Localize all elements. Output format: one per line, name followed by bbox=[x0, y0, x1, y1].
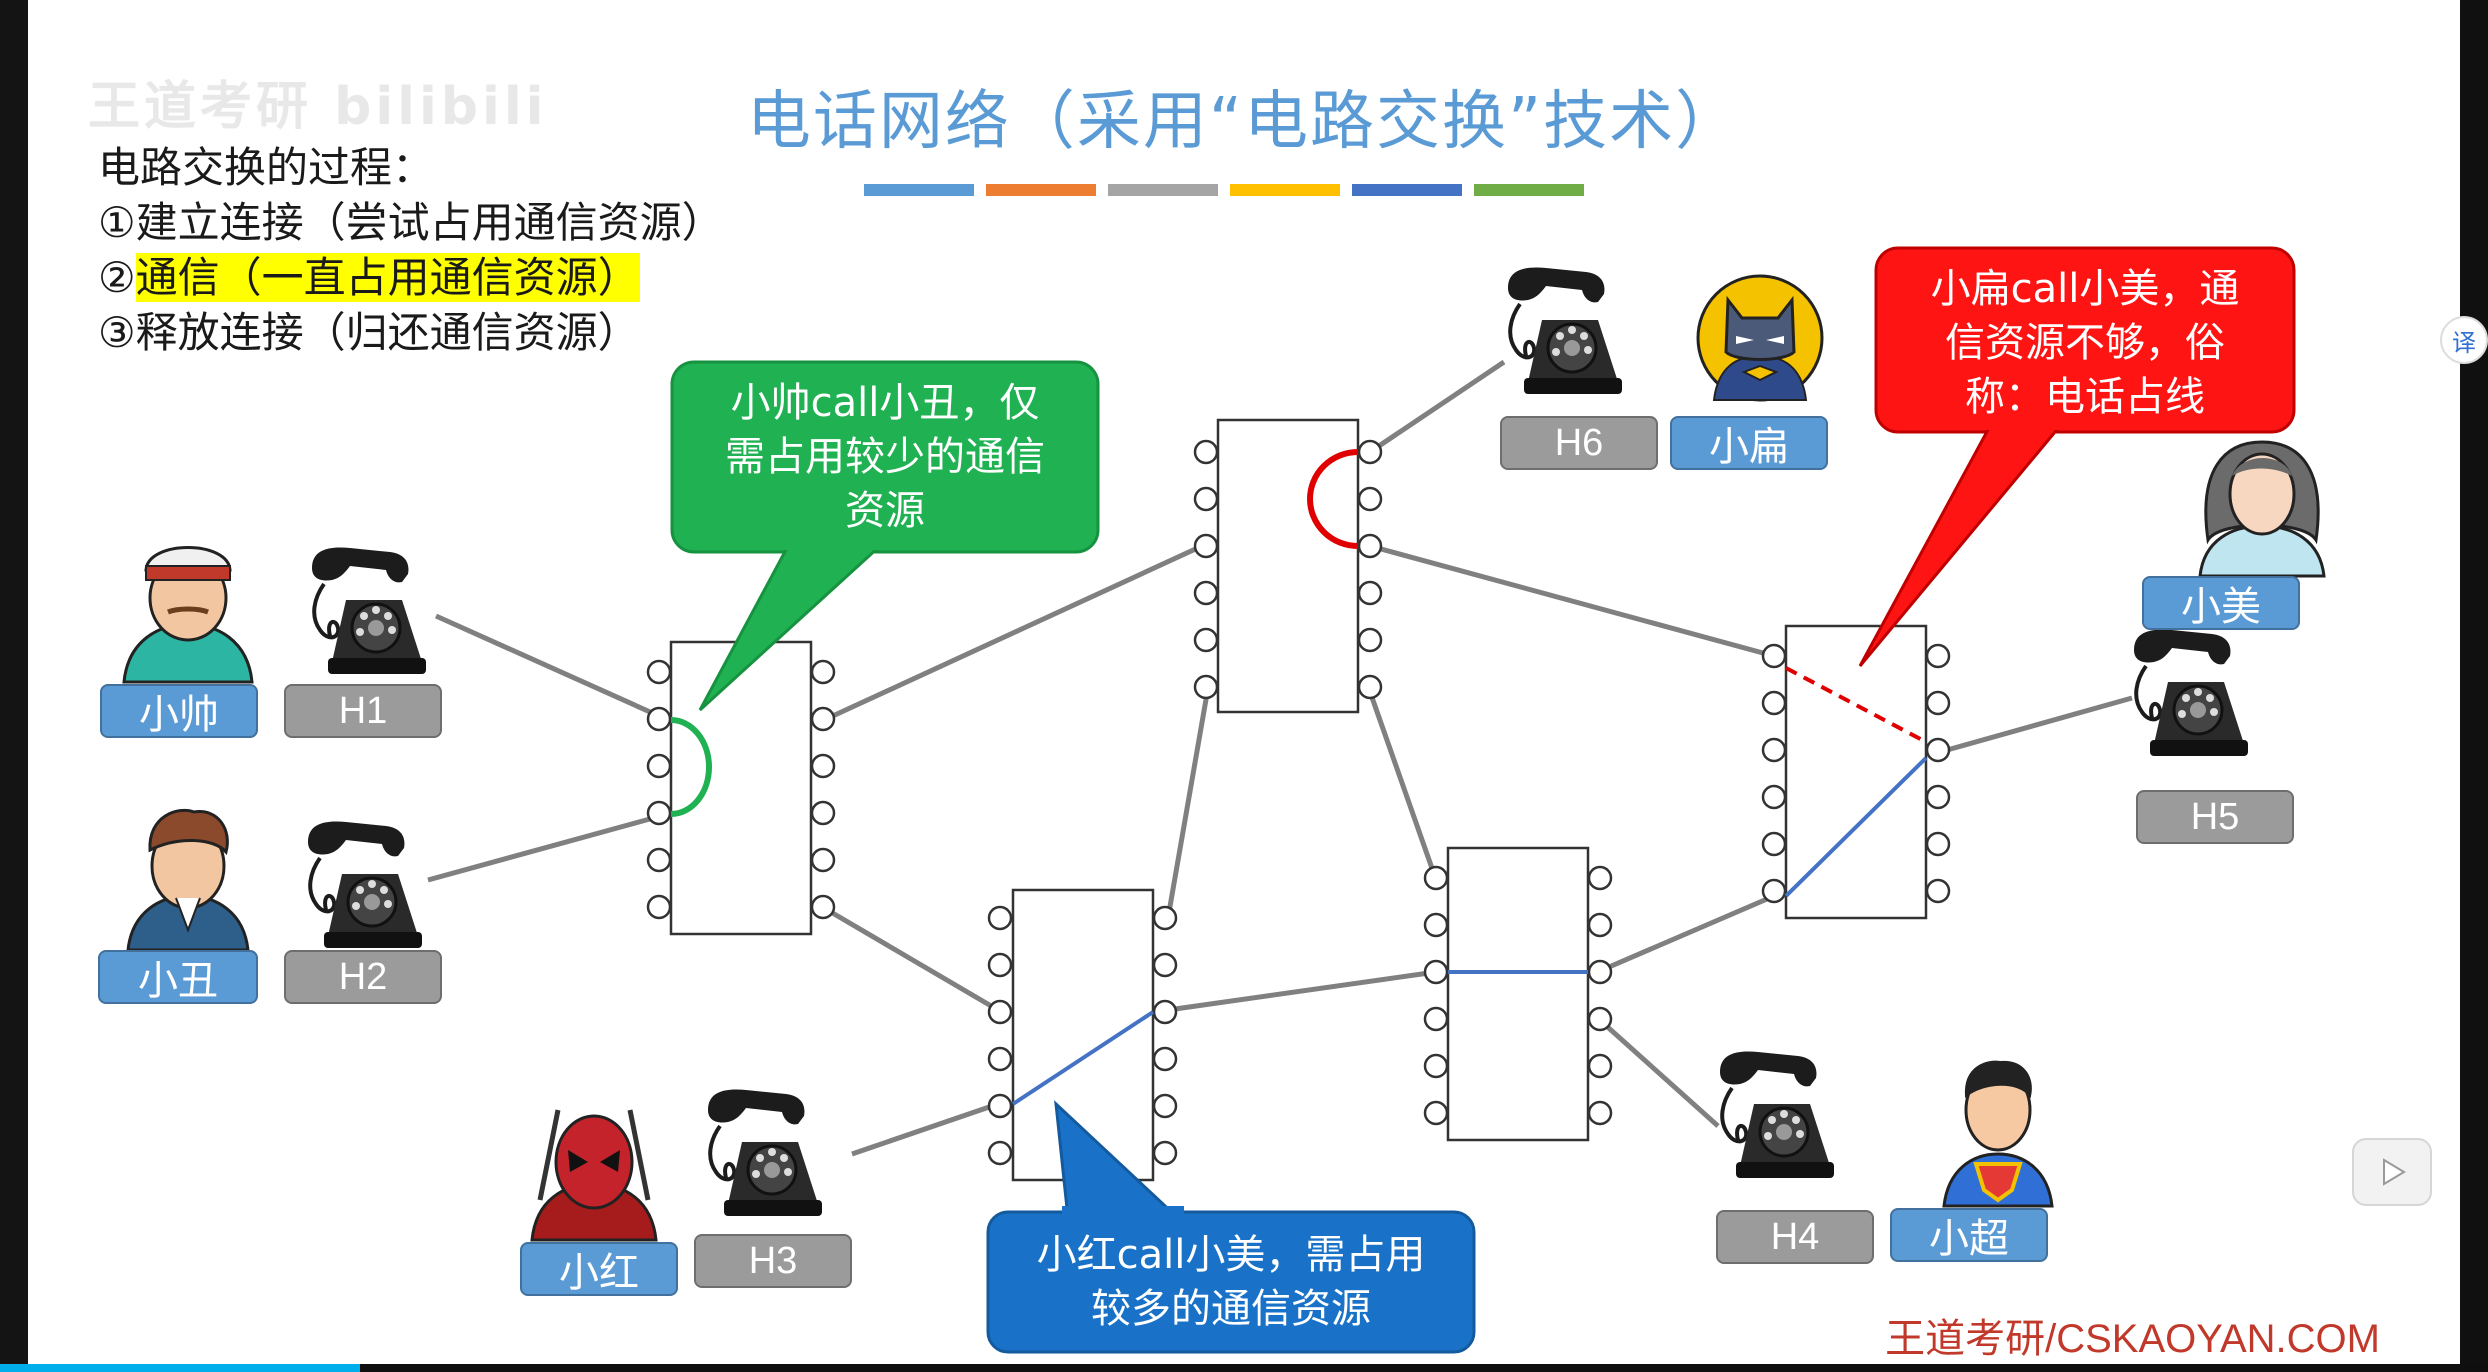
blue-callout-text: 小红call小美，需占用 较多的通信资源 bbox=[988, 1228, 1474, 1336]
color-bar-5 bbox=[1352, 184, 1462, 196]
translate-icon[interactable]: 译 bbox=[2440, 316, 2488, 364]
color-bar-1 bbox=[864, 184, 974, 196]
label-xiaochou: 小丑 bbox=[98, 950, 258, 1004]
watermark: 王道考研 bilibili bbox=[88, 77, 548, 137]
green-callout-line-2: 需占用较少的通信 bbox=[725, 434, 1045, 480]
color-bar-3 bbox=[1108, 184, 1218, 196]
steps-heading: 电路交换的过程： bbox=[98, 143, 435, 192]
link-sw4-h4 bbox=[1600, 1020, 1720, 1128]
label-h3: H3 bbox=[694, 1234, 852, 1288]
red-callout-line-2: 信资源不够，俗 bbox=[1945, 320, 2225, 366]
red-dashed-circuit bbox=[1785, 666, 1927, 744]
link-sw3-sw4 bbox=[1167, 969, 1437, 1013]
color-bars bbox=[864, 184, 1584, 196]
page-title: 电话网络（采用“电路交换”技术） bbox=[746, 85, 1742, 159]
xiaomei-avatar-icon bbox=[2198, 440, 2326, 578]
label-h6: H6 bbox=[1500, 416, 1658, 470]
footer-brand: 王道考研/CSKAOYAN.COM bbox=[1885, 1306, 2380, 1364]
phone-h3-icon bbox=[706, 1087, 824, 1218]
step-3: ③释放连接（归还通信资源） bbox=[98, 308, 640, 357]
footer-site: /CSKAOYAN.COM bbox=[2045, 1317, 2380, 1361]
slide: 王道考研 bilibili 电话网络（采用“电路交换”技术） 电路交换的过程： … bbox=[28, 0, 2460, 1372]
switch-4 bbox=[1423, 846, 1613, 1142]
blue-callout-line-2: 较多的通信资源 bbox=[1091, 1286, 1371, 1332]
red-callout-line-1: 小扁call小美，通 bbox=[1930, 266, 2240, 312]
phone-h1-icon bbox=[310, 545, 428, 676]
blue-circuit-sw5 bbox=[1784, 756, 1928, 898]
blue-circuit-sw3 bbox=[1011, 1010, 1155, 1106]
red-callout-line-3: 称：电话占线 bbox=[1965, 374, 2205, 420]
right-edge-bar bbox=[2460, 0, 2488, 1372]
footer-brand-name: 王道考研 bbox=[1885, 1316, 2046, 1362]
blue-callout-line-1: 小红call小美，需占用 bbox=[1036, 1232, 1426, 1278]
green-callout bbox=[670, 360, 1100, 712]
link-sw1-sw3 bbox=[822, 905, 1000, 1013]
link-sw2-h6 bbox=[1368, 359, 1506, 455]
process-steps: 电路交换的过程： ①建立连接（尝试占用通信资源） ②通信（一直占用通信资源） ③… bbox=[98, 140, 724, 360]
xiaochao-avatar-icon bbox=[1942, 1060, 2054, 1208]
phone-h2-icon bbox=[306, 819, 424, 950]
label-xiaohong: 小红 bbox=[520, 1242, 678, 1296]
label-h4: H4 bbox=[1716, 1210, 1874, 1264]
link-sw4-sw5 bbox=[1601, 893, 1775, 973]
play-icon bbox=[2383, 1158, 2406, 1186]
switch-1 bbox=[646, 640, 836, 936]
step-2: ②通信（一直占用通信资源） bbox=[98, 250, 724, 305]
video-progress-bar[interactable] bbox=[0, 1364, 2488, 1372]
xiaohong-avatar-icon bbox=[530, 1109, 658, 1242]
phone-h4-icon bbox=[1718, 1049, 1836, 1180]
switch-2 bbox=[1193, 418, 1383, 714]
label-xiaoshuai: 小帅 bbox=[100, 684, 258, 738]
blue-callout bbox=[986, 1100, 1476, 1354]
color-bar-2 bbox=[986, 184, 1096, 196]
phone-h5-icon bbox=[2132, 627, 2250, 758]
label-h5: H5 bbox=[2136, 790, 2294, 844]
step-2-highlight: 通信（一直占用通信资源） bbox=[135, 253, 640, 302]
green-callout-text: 小帅call小丑，仅 需占用较少的通信 资源 bbox=[672, 376, 1098, 538]
label-xiaobian: 小扁 bbox=[1670, 416, 1828, 470]
link-h1-sw1 bbox=[434, 613, 670, 723]
xiaochou-avatar-icon bbox=[126, 808, 250, 952]
phone-h6-icon bbox=[1506, 265, 1624, 396]
link-h2-sw1 bbox=[427, 811, 669, 883]
link-sw1-sw2 bbox=[822, 543, 1204, 723]
step-2-number: ② bbox=[98, 253, 136, 302]
color-bar-6 bbox=[1474, 184, 1584, 196]
link-h3-sw3 bbox=[851, 1101, 999, 1157]
label-h2: H2 bbox=[284, 950, 442, 1004]
network-diagram bbox=[122, 246, 2326, 1354]
step-1: ①建立连接（尝试占用通信资源） bbox=[98, 198, 724, 247]
green-circuit bbox=[670, 717, 712, 817]
video-progress-fill bbox=[0, 1364, 360, 1372]
green-callout-line-3: 资源 bbox=[845, 488, 925, 534]
link-sw3-sw2 bbox=[1165, 687, 1211, 919]
label-h1: H1 bbox=[284, 684, 442, 738]
label-xiaochao: 小超 bbox=[1890, 1208, 2048, 1262]
red-callout-text: 小扁call小美，通 信资源不够，俗 称：电话占线 bbox=[1876, 262, 2294, 424]
link-sw2-sw4 bbox=[1365, 685, 1437, 875]
red-circuit bbox=[1307, 449, 1359, 549]
color-bar-4 bbox=[1230, 184, 1340, 196]
link-sw2-sw5 bbox=[1369, 543, 1775, 659]
xiaoshuai-avatar-icon bbox=[122, 546, 254, 684]
green-callout-line-1: 小帅call小丑，仅 bbox=[730, 380, 1040, 426]
xiaobian-avatar-icon bbox=[1696, 274, 1824, 402]
label-xiaomei: 小美 bbox=[2142, 576, 2300, 630]
network-links bbox=[427, 359, 2133, 1157]
red-callout bbox=[1858, 246, 2296, 667]
play-button[interactable] bbox=[2352, 1138, 2432, 1206]
switch-5 bbox=[1761, 624, 1951, 920]
link-sw5-h5 bbox=[1939, 695, 2133, 755]
